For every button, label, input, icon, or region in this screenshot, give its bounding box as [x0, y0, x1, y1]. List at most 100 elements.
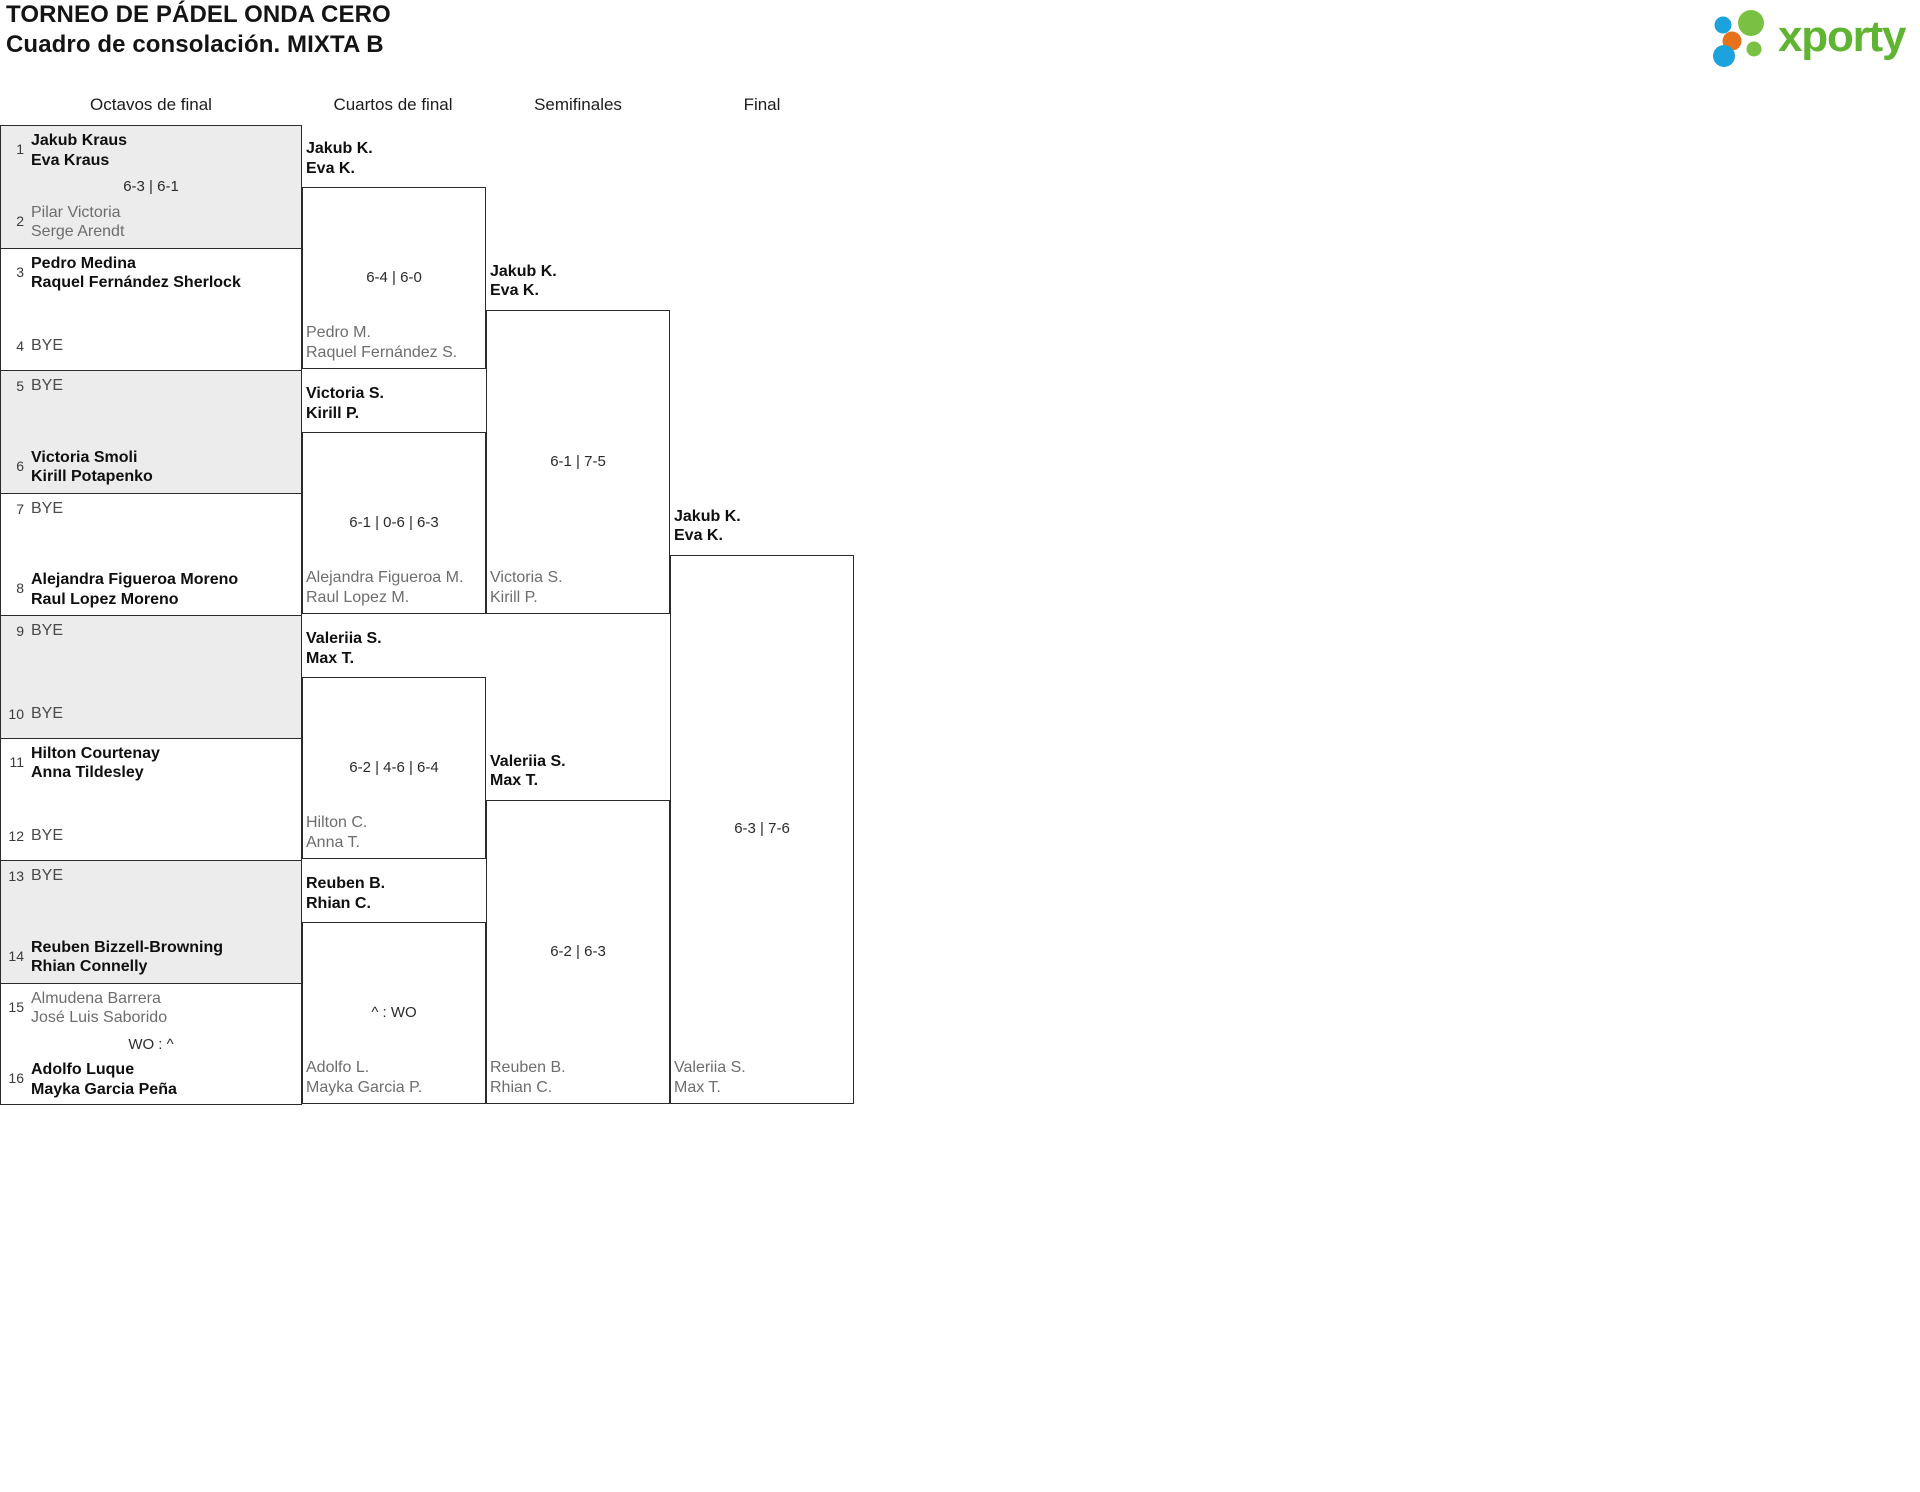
match-score: 6-1 | 0-6 | 6-3: [349, 514, 439, 532]
round4-winner[interactable]: Jakub K.Eva K.: [674, 507, 741, 546]
round3-winner[interactable]: Jakub K.Eva K.: [490, 262, 557, 301]
round4-match[interactable]: [670, 554, 854, 1104]
player-names: BYE: [31, 499, 63, 519]
player-name: Mayka Garcia P.: [306, 1078, 423, 1096]
seed-number: 5: [16, 378, 24, 394]
player-name: Reuben B.: [306, 875, 386, 893]
player-name: Alejandra Figueroa Moreno: [31, 571, 239, 588]
round2-winner[interactable]: Jakub K.Eva K.: [306, 139, 373, 178]
round3-loser[interactable]: Victoria S.Kirill P.: [490, 568, 563, 607]
bracket-slot[interactable]: 12 BYE: [1, 826, 301, 846]
round2-winner[interactable]: Reuben B.Rhian C.: [306, 874, 385, 913]
player-names: BYE: [31, 621, 63, 641]
player-name: Victoria S.: [306, 385, 384, 403]
player-name: Jakub K.: [306, 140, 373, 158]
player-name: Rhian Connelly: [31, 958, 148, 975]
round2-match[interactable]: [302, 677, 486, 859]
player-name: Max T.: [490, 772, 539, 790]
seed-number: 2: [16, 212, 24, 229]
match-score: 6-1 | 7-5: [550, 452, 606, 470]
player-names: BYE: [31, 866, 63, 886]
player-name: Raquel Fernández S.: [306, 343, 458, 361]
round2-match[interactable]: [302, 432, 486, 614]
seed-number: 12: [8, 828, 24, 844]
round3-loser[interactable]: Reuben B.Rhian C.: [490, 1058, 566, 1097]
xporty-logo: xporty: [1710, 10, 1910, 68]
player-name: Raul Lopez Moreno: [31, 590, 179, 608]
player-name: Almudena Barrera: [31, 989, 161, 1007]
seed-number: 16: [8, 1070, 24, 1086]
player-name: Jakub K.: [490, 262, 557, 280]
bracket-slot[interactable]: 7 BYE: [1, 499, 301, 519]
player-name: Alejandra Figueroa M.: [306, 569, 464, 586]
player-names: BYE: [31, 336, 63, 356]
round2-loser[interactable]: Pedro M.Raquel Fernández S.: [306, 323, 457, 362]
player-name: BYE: [31, 622, 64, 639]
round2-match[interactable]: [302, 187, 486, 369]
seed-number: 9: [16, 623, 24, 639]
bracket-slot[interactable]: 9 BYE: [1, 621, 301, 641]
round3-match[interactable]: [486, 309, 670, 614]
round2-winner[interactable]: Victoria S.Kirill P.: [306, 384, 384, 423]
match-score: ^ : WO: [371, 1004, 417, 1022]
player-name: Pedro Medina: [31, 254, 136, 272]
player-name: Max T.: [306, 649, 355, 667]
round2-loser[interactable]: Hilton C.Anna T.: [306, 813, 367, 852]
round2-loser[interactable]: Adolfo L.Mayka Garcia P.: [306, 1058, 422, 1097]
match-score: 6-4 | 6-0: [366, 269, 422, 287]
seed-number: 1: [16, 141, 24, 157]
player-names: BYE: [31, 376, 63, 396]
player-name: Anna T.: [306, 833, 360, 851]
player-name: BYE: [31, 704, 64, 722]
player-name: Jakub Kraus: [31, 132, 128, 149]
round3-winner[interactable]: Valeriia S.Max T.: [490, 752, 566, 791]
seed-number: 8: [16, 580, 24, 596]
player-names: BYE: [31, 826, 63, 846]
player-name: BYE: [31, 499, 64, 517]
player-name: Valeriia S.: [674, 1059, 746, 1076]
player-names: BYE: [31, 704, 63, 724]
seed-number: 7: [16, 500, 24, 517]
bracket-slot[interactable]: 5 BYE: [1, 376, 301, 396]
round2-match[interactable]: [302, 922, 486, 1104]
player-name: Eva Kraus: [31, 151, 110, 169]
player-name: Reuben B.: [490, 1059, 566, 1076]
match-score: 6-3 | 6-1: [123, 178, 179, 196]
round3-match[interactable]: [486, 799, 670, 1104]
round4-loser[interactable]: Valeriia S.Max T.: [674, 1058, 746, 1097]
round2-winner[interactable]: Valeriia S.Max T.: [306, 629, 382, 668]
round-header-4: Final: [743, 95, 781, 114]
tournament-name: TORNEO DE PÁDEL ONDA CERO: [6, 1, 391, 28]
player-name: Reuben Bizzell-Browning: [31, 938, 223, 956]
player-name: Mayka Garcia Peña: [31, 1080, 177, 1098]
round2-loser[interactable]: Alejandra Figueroa M.Raul Lopez M.: [306, 568, 463, 607]
logo-dots-icon: [1713, 10, 1764, 67]
player-name: Kirill Potapenko: [31, 468, 153, 485]
